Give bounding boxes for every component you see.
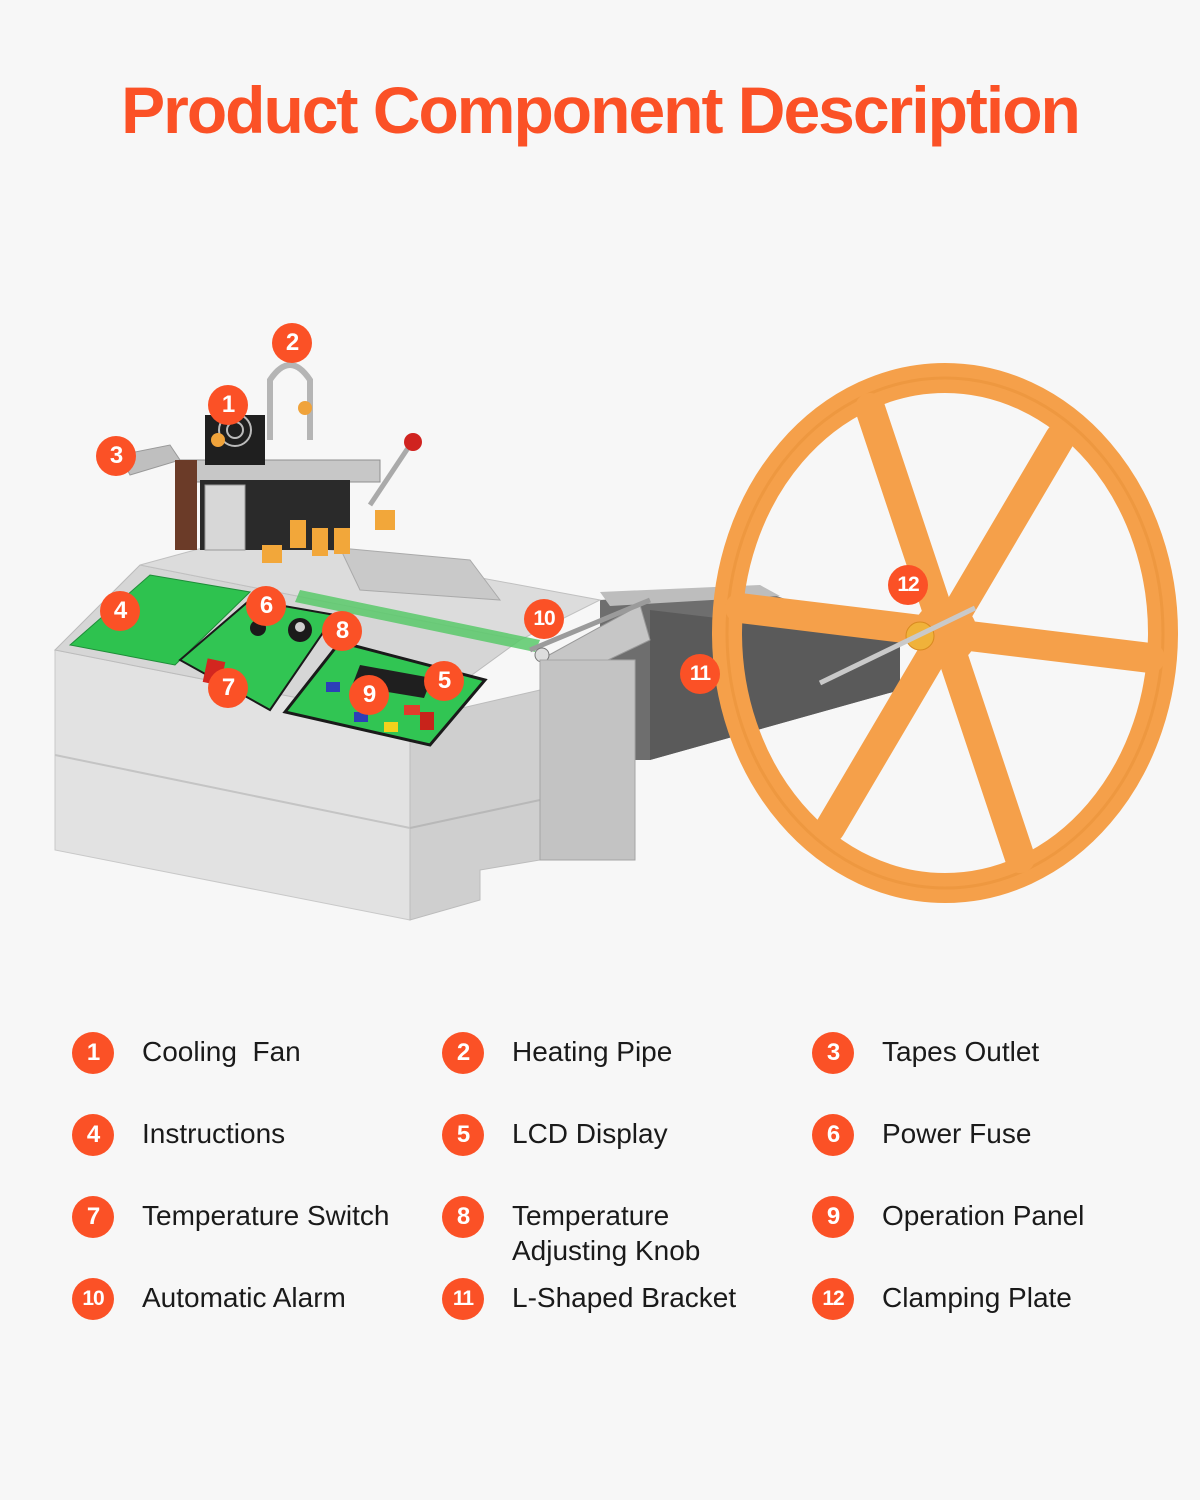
- callout-5: 5: [424, 661, 464, 701]
- callout-7: 7: [208, 668, 248, 708]
- legend-label: Operation Panel: [882, 1200, 1085, 1231]
- legend-item-tapes-outlet: 3 Tapes Outlet: [812, 1032, 1039, 1074]
- legend-item-lcd-display: 5 LCD Display: [442, 1114, 668, 1156]
- legend-item-temperature-adjusting-knob: 8 Temperature Adjusting Knob: [442, 1196, 742, 1268]
- callout-9: 9: [349, 675, 389, 715]
- legend-label: Automatic Alarm: [142, 1282, 346, 1313]
- legend-badge: 5: [442, 1114, 484, 1156]
- callout-3: 3: [96, 436, 136, 476]
- callout-4: 4: [100, 591, 140, 631]
- page-title: Product Component Description: [121, 73, 1081, 147]
- legend-badge: 6: [812, 1114, 854, 1156]
- legend-item-instructions: 4 Instructions: [72, 1114, 285, 1156]
- legend-item-heating-pipe: 2 Heating Pipe: [442, 1032, 672, 1074]
- tape-wheel: [712, 363, 1178, 903]
- callout-11: 11: [680, 654, 720, 694]
- legend-item-cooling-fan: 1 Cooling Fan: [72, 1032, 301, 1074]
- legend-item-power-fuse: 6 Power Fuse: [812, 1114, 1031, 1156]
- legend-label: Temperature Adjusting Knob: [512, 1200, 701, 1266]
- product-illustration: [53, 362, 1178, 921]
- legend-label: L-Shaped Bracket: [512, 1282, 737, 1313]
- legend-badge: 11: [442, 1278, 484, 1320]
- legend-label: Clamping Plate: [882, 1282, 1072, 1313]
- legend-item-automatic-alarm: 10 Automatic Alarm: [72, 1278, 346, 1320]
- legend-badge: 1: [72, 1032, 114, 1074]
- legend-item-l-shaped-bracket: 11 L-Shaped Bracket: [442, 1278, 736, 1320]
- cutting-head: [119, 362, 422, 563]
- legend-badge: 4: [72, 1114, 114, 1156]
- legend-label: Tapes Outlet: [882, 1036, 1040, 1067]
- legend-badge: 2: [442, 1032, 484, 1074]
- legend-badge: 9: [812, 1196, 854, 1238]
- legend-label: Heating Pipe: [512, 1036, 673, 1067]
- callout-10: 10: [524, 599, 564, 639]
- legend-item-operation-panel: 9 Operation Panel: [812, 1196, 1084, 1238]
- callout-6: 6: [246, 586, 286, 626]
- legend-badge: 7: [72, 1196, 114, 1238]
- callout-2: 2: [272, 323, 312, 363]
- machine-body: [53, 534, 602, 921]
- legend-label: Cooling Fan: [142, 1036, 301, 1067]
- alarm-assembly: [529, 597, 651, 861]
- legend-label: Instructions: [142, 1118, 286, 1149]
- legend-item-clamping-plate: 12 Clamping Plate: [812, 1278, 1072, 1320]
- callout-12: 12: [888, 565, 928, 605]
- legend-badge: 10: [72, 1278, 114, 1320]
- legend-label: Power Fuse: [882, 1118, 1032, 1149]
- callout-8: 8: [322, 611, 362, 651]
- legend-badge: 8: [442, 1196, 484, 1238]
- legend-label: LCD Display: [512, 1118, 668, 1149]
- callout-1: 1: [208, 385, 248, 425]
- legend-badge: 3: [812, 1032, 854, 1074]
- legend-badge: 12: [812, 1278, 854, 1320]
- legend-label: Temperature Switch: [142, 1200, 390, 1231]
- legend-item-temperature-switch: 7 Temperature Switch: [72, 1196, 389, 1238]
